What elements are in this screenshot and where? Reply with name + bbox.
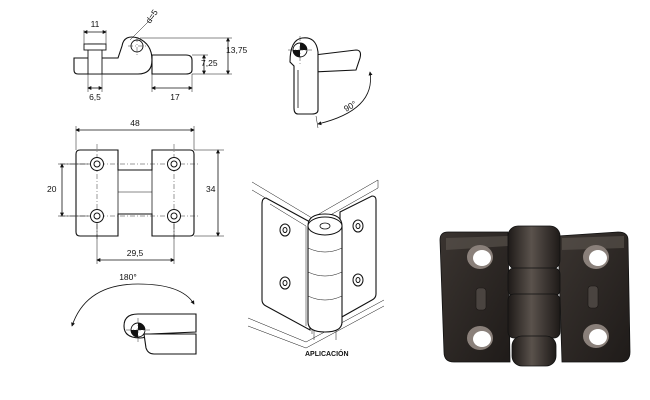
- photo-screw-hole: [467, 326, 493, 350]
- mounting-hole: [167, 209, 181, 223]
- photo-knuckle: [507, 225, 561, 367]
- photo-screw-hole: [583, 324, 609, 348]
- mounting-hole: [167, 157, 181, 171]
- application-caption: APLICACIÓN: [305, 349, 349, 358]
- sketch-knuckle: [307, 213, 343, 340]
- sketch-hole: [352, 219, 364, 233]
- dim-bolt-width: 6,5: [89, 92, 101, 102]
- sketch-hole: [279, 223, 291, 237]
- mounting-hole: [90, 157, 104, 171]
- dim-angle-180: 180°: [119, 272, 137, 282]
- sketch-hole: [279, 276, 291, 290]
- dim-hole-spacing-horizontal: 29,5: [127, 248, 144, 258]
- dim-leaf-length: 17: [170, 92, 180, 102]
- dim-total-width: 48: [130, 118, 140, 128]
- photo-screw-hole: [467, 245, 493, 269]
- dim-total-height: 13,75: [226, 45, 248, 55]
- rotation-180-view: 180°: [71, 272, 197, 355]
- mounting-hole: [90, 209, 104, 223]
- application-sketch: APLICACIÓN: [247, 179, 385, 358]
- photo-screw-hole: [583, 245, 609, 269]
- dim-total-height-front: 34: [206, 184, 216, 194]
- rotation-90-view: 90°: [288, 36, 373, 129]
- side-section-view: 11 d=5 6,5 17 13,75 7,25: [73, 7, 248, 102]
- dim-width-top: 11: [91, 19, 100, 29]
- sketch-hole: [352, 273, 364, 287]
- dim-angle-90: 90°: [342, 99, 358, 114]
- dim-hole-diameter: d=5: [143, 7, 160, 25]
- hinge-photo: [439, 225, 631, 367]
- dim-hole-spacing-vertical: 20: [47, 184, 57, 194]
- dim-leaf-height: 7,25: [201, 58, 218, 68]
- front-view: 48 34 20 29,5: [47, 118, 224, 264]
